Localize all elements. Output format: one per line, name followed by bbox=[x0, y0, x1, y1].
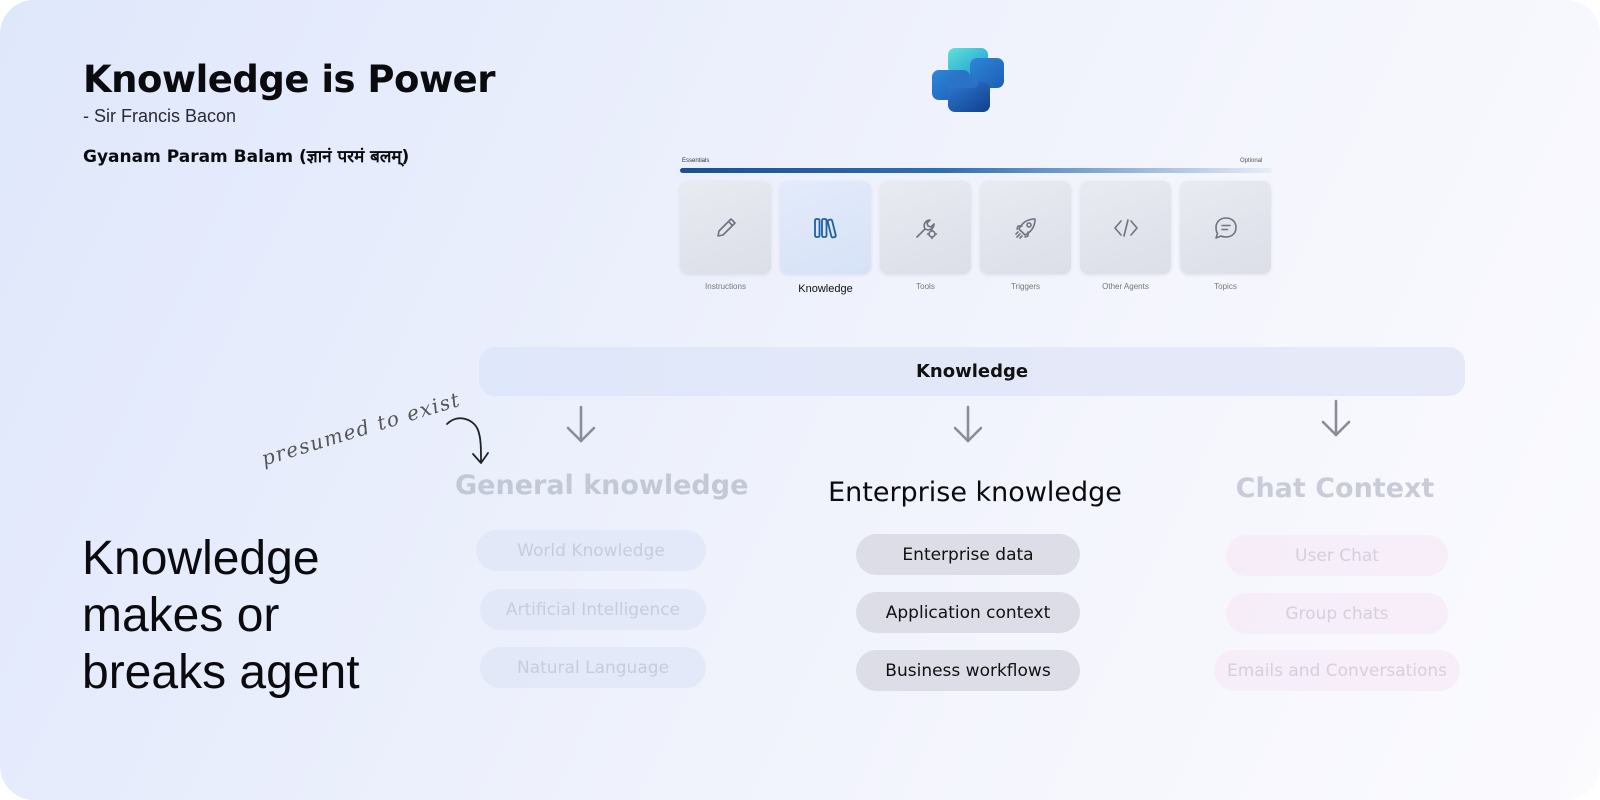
wrench-gear-icon bbox=[915, 218, 937, 239]
step-card-knowledge[interactable] bbox=[780, 181, 871, 274]
chat-item: User Chat bbox=[1226, 535, 1448, 576]
down-arrow-icon bbox=[566, 405, 596, 443]
step-card-tools[interactable] bbox=[880, 181, 971, 274]
general-item: Artificial Intelligence bbox=[480, 589, 706, 630]
enterprise-item: Application context bbox=[856, 592, 1080, 633]
progress-label-essentials: Essentials bbox=[682, 158, 710, 164]
chat-context-heading: Chat Context bbox=[1235, 473, 1435, 504]
tagline-line-3: breaks agent bbox=[82, 646, 360, 699]
tagline-line-2: makes or bbox=[82, 589, 280, 642]
step-label-triggers: Triggers bbox=[1010, 282, 1041, 291]
step-label-instructions: Instructions bbox=[705, 282, 746, 291]
down-arrow-icon bbox=[953, 405, 983, 443]
step-card-instructions[interactable] bbox=[680, 181, 771, 274]
enterprise-item: Business workflows bbox=[856, 650, 1080, 691]
enterprise-item: Enterprise data bbox=[856, 534, 1080, 575]
step-label-topics: Topics bbox=[1214, 282, 1237, 291]
progress-bar bbox=[680, 168, 1272, 173]
rocket-icon bbox=[1014, 217, 1036, 239]
step-card-triggers[interactable] bbox=[980, 181, 1071, 274]
chat-item: Group chats bbox=[1226, 593, 1448, 634]
chat-item: Emails and Conversations bbox=[1214, 650, 1460, 691]
enterprise-knowledge-heading: Enterprise knowledge bbox=[828, 477, 1122, 508]
chat-bubble-icon bbox=[1214, 216, 1237, 239]
quote-transliteration: Gyanam Param Balam (ज्ञानं परमं बलम्) bbox=[83, 147, 410, 167]
step-label-knowledge: Knowledge bbox=[798, 283, 853, 295]
step-card-other-agents[interactable] bbox=[1080, 181, 1171, 274]
quote-title: Knowledge is Power bbox=[83, 58, 495, 101]
tagline-line-1: Knowledge bbox=[82, 532, 320, 585]
down-arrow-icon bbox=[1321, 399, 1351, 437]
general-knowledge-heading: General knowledge bbox=[455, 470, 749, 501]
step-label-tools: Tools bbox=[916, 282, 935, 291]
tagline: Knowledge makes or breaks agent bbox=[82, 530, 462, 701]
quote-author: - Sir Francis Bacon bbox=[83, 106, 237, 126]
progress-label-optional: Optional bbox=[1240, 158, 1263, 164]
curved-arrow-icon bbox=[446, 417, 489, 464]
presumed-note: presumed to exist bbox=[258, 386, 464, 471]
library-books-icon bbox=[813, 217, 837, 238]
copilot-studio-logo-icon bbox=[932, 48, 1004, 112]
code-brackets-icon bbox=[1113, 218, 1138, 237]
general-item: World Knowledge bbox=[476, 530, 706, 571]
step-card-topics[interactable] bbox=[1180, 181, 1271, 274]
pencil-icon bbox=[716, 217, 736, 237]
general-item: Natural Language bbox=[480, 647, 706, 688]
knowledge-banner: Knowledge bbox=[479, 347, 1465, 396]
step-label-other-agents: Other Agents bbox=[1102, 282, 1149, 291]
